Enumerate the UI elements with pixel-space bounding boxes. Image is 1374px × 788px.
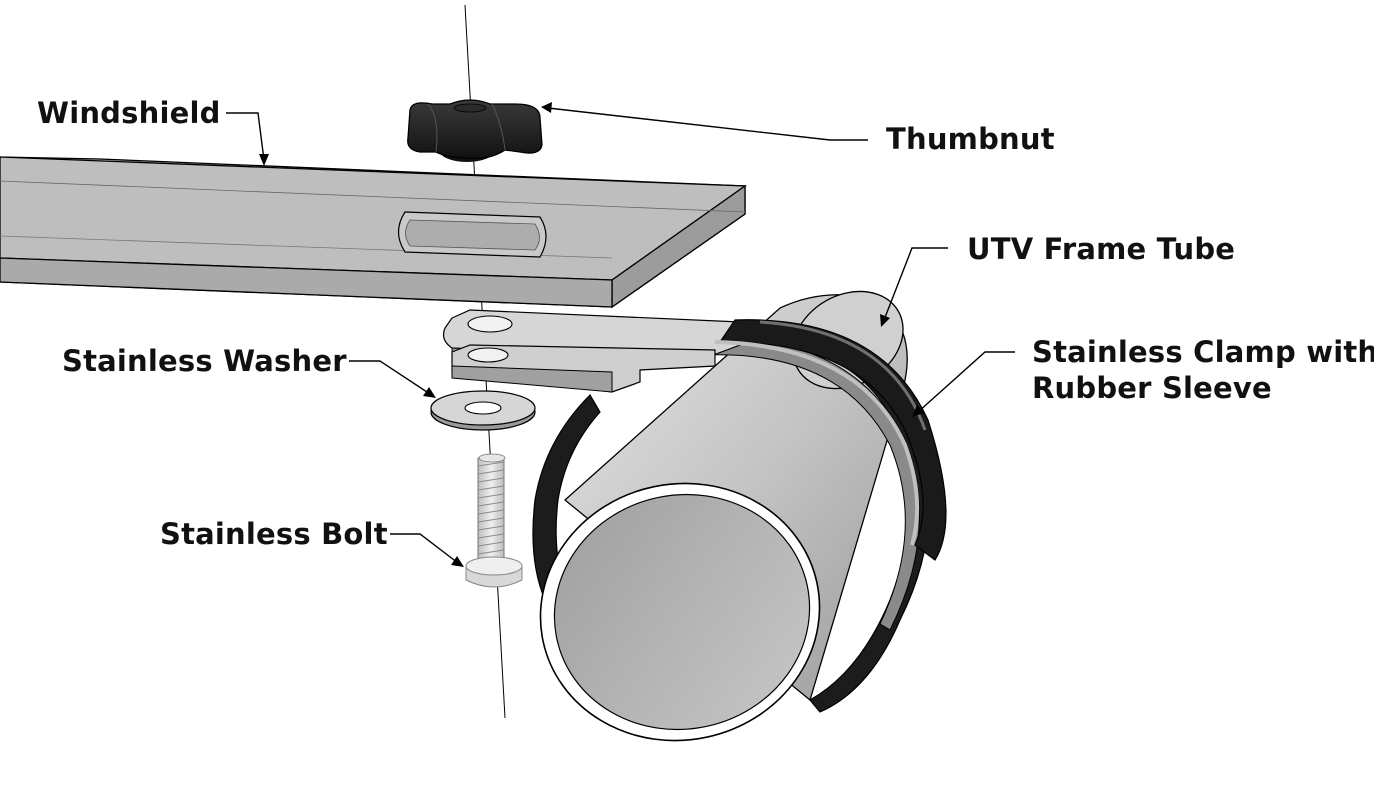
windshield-plate	[0, 156, 747, 309]
leader-frame-tube	[880, 247, 948, 327]
leader-bolt	[390, 533, 464, 567]
label-windshield: Windshield	[37, 96, 221, 130]
label-frame-tube: UTV Frame Tube	[967, 232, 1236, 266]
thumbnut-part	[407, 99, 543, 162]
leader-windshield	[226, 112, 269, 166]
label-washer: Stainless Washer	[62, 344, 347, 378]
label-clamp-line1: Stainless Clamp with	[1032, 335, 1374, 369]
washer-part	[430, 390, 536, 431]
windshield-slot	[397, 211, 547, 258]
leader-thumbnut	[541, 102, 868, 141]
label-thumbnut: Thumbnut	[886, 122, 1055, 156]
leader-washer	[349, 360, 436, 398]
bolt-part	[465, 453, 523, 588]
clamp-lower-tab	[451, 344, 716, 393]
label-clamp-line2: Rubber Sleeve	[1032, 371, 1272, 405]
leader-clamp	[912, 351, 1015, 417]
label-clamp: Stainless Clamp with Rubber Sleeve	[1032, 334, 1374, 406]
clamp-front-band	[714, 319, 947, 561]
label-bolt: Stainless Bolt	[160, 517, 388, 551]
frame-tube-front	[539, 482, 821, 742]
